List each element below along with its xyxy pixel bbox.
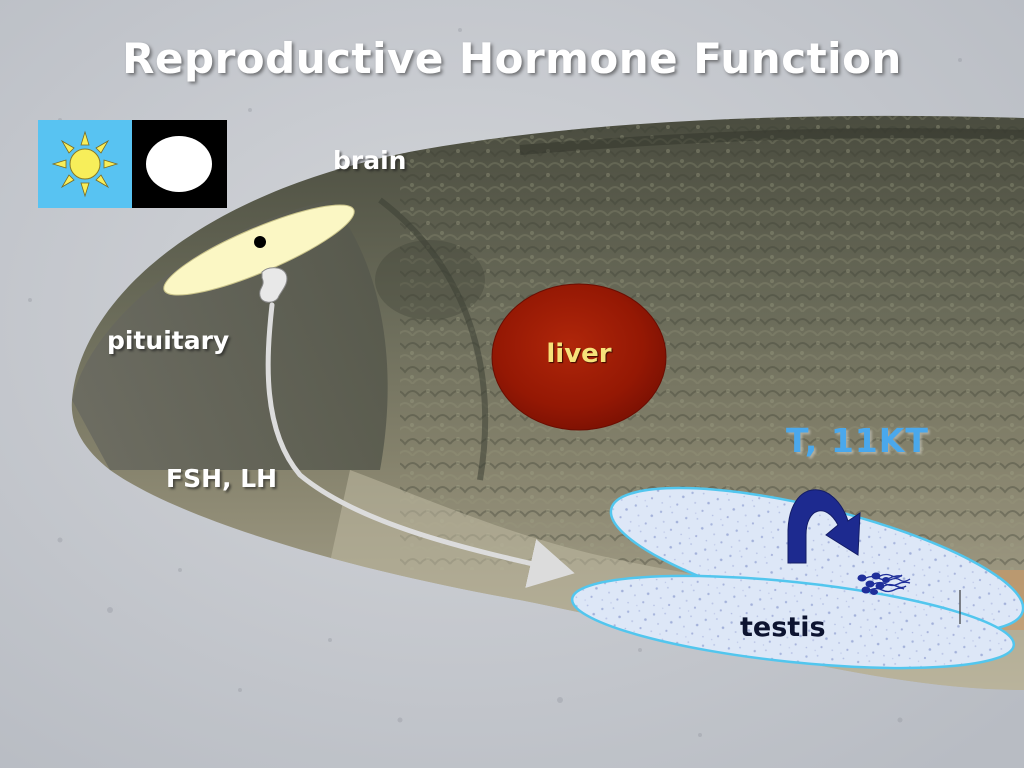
steroids-label: T, 11KT bbox=[786, 421, 929, 460]
slide-title: Reproductive Hormone Function bbox=[122, 34, 902, 83]
liver-label: liver bbox=[546, 339, 612, 369]
feedback-loop-arrow bbox=[787, 489, 861, 564]
hormone-pathway-arrow bbox=[265, 302, 575, 588]
photoperiod-panel bbox=[38, 120, 227, 208]
testis-label: testis bbox=[740, 612, 826, 643]
brain-dot bbox=[254, 236, 266, 248]
brain-label: brain bbox=[333, 146, 407, 175]
sun-icon bbox=[51, 130, 119, 198]
liver-shape bbox=[491, 283, 667, 431]
pituitary-shape bbox=[259, 267, 288, 303]
sperm-cluster-icon bbox=[857, 572, 911, 595]
hormones-label: FSH, LH bbox=[166, 464, 278, 493]
background-grain bbox=[28, 28, 962, 737]
testis-lower bbox=[570, 574, 1016, 670]
moon-icon bbox=[146, 136, 212, 192]
pituitary-label: pituitary bbox=[107, 326, 230, 355]
testis-shapes bbox=[570, 486, 1024, 670]
